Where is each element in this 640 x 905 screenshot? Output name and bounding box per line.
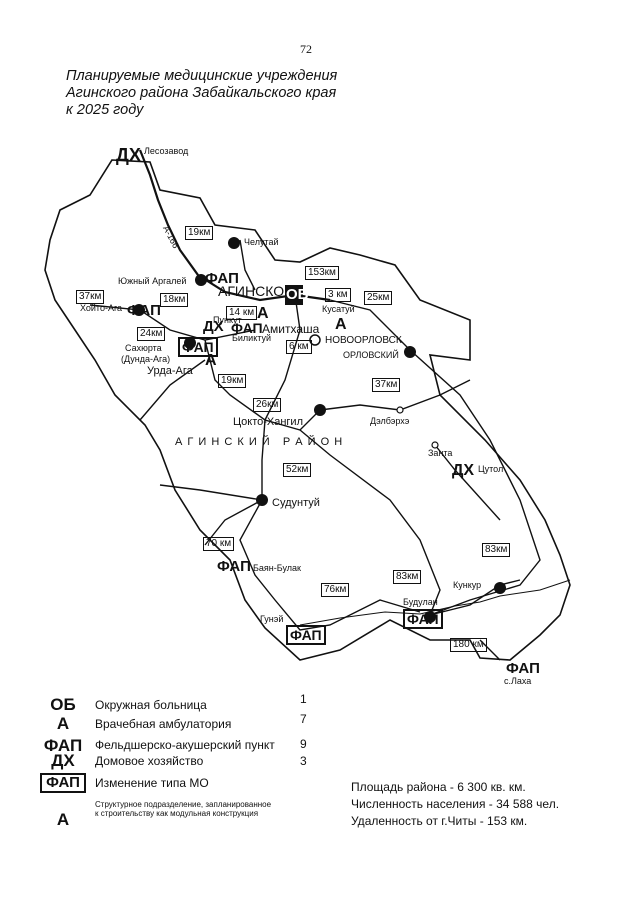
dist-24: 24км	[137, 327, 166, 341]
place-tsutol: Цутол	[478, 464, 504, 474]
legend-desc-dx: Домовое хозяйство	[95, 754, 204, 768]
dist-83-kunkur: 83км	[482, 543, 511, 557]
mark-dx-tsutol: ДХ	[452, 462, 475, 479]
stat-area: Площадь района - 6 300 кв. км.	[351, 780, 526, 794]
dist-18: 18км	[160, 293, 189, 307]
legend-desc-ob: Окружная больница	[95, 698, 207, 712]
place-khoito-aga: Хойто-Ага	[80, 303, 123, 313]
settlement-markers	[133, 237, 506, 623]
place-orlovsky: ОРЛОВСКИЙ	[343, 350, 399, 360]
title-line-3: к 2025 году	[66, 102, 144, 118]
region-label: А Г И Н С К И Й Р А Й О Н	[175, 436, 344, 448]
mark-a-novoorlovsk: А	[335, 316, 347, 333]
mark-fap-amitkhasha: ФАП	[231, 320, 263, 336]
dist-26: 26км	[253, 398, 282, 412]
dist-khoito: 37км	[76, 290, 105, 304]
place-novoorlovsk: НОВООРЛОВСК	[325, 335, 402, 346]
dist-76: 83км	[393, 570, 422, 584]
place-yuzhny-argaley: Южный Аргалей	[118, 276, 187, 286]
road-network	[89, 239, 541, 661]
place-amitkhasha: Амитхаша	[262, 322, 320, 336]
place-dalberkhe: Дэлбэрхэ	[370, 416, 410, 426]
stat-distance: Удаленность от г.Читы - 153 км.	[351, 814, 528, 828]
legend-count-a: 7	[300, 712, 307, 726]
legend-count-fap: 9	[300, 737, 307, 751]
dist-52: 52км	[283, 463, 312, 477]
mark-fap-budulan: ФАП	[403, 609, 443, 629]
legend-count-dx: 3	[300, 754, 307, 768]
place-budulan: Будулан	[403, 597, 438, 607]
river	[299, 579, 571, 626]
legend-desc-fap-change: Изменение типа МО	[95, 776, 209, 790]
mark-fap-gunei: ФАП	[286, 625, 326, 645]
legend-abbr-fap: ФАП	[43, 736, 83, 755]
place-urda-aga: Урда-Ага	[147, 365, 193, 377]
legend-desc-a-modular: Структурное подразделение, запланированн…	[95, 800, 272, 818]
legend-abbr-dx: ДХ	[51, 751, 75, 770]
place-tsokto-khangil: Цокто-Хангил	[233, 416, 303, 428]
dist-70: 70 км	[203, 537, 235, 551]
mark-ob: ОБ	[286, 286, 309, 303]
legend-desc-fap: Фельдшерско-акушерский пункт	[95, 738, 275, 752]
place-dunda-aga: (Дунда-Ага)	[121, 354, 171, 364]
dist-6: 6 км	[286, 340, 312, 354]
legend-abbr-a: А	[56, 714, 70, 733]
mark-fap-bayan-bulak: ФАП	[217, 558, 251, 575]
mark-dx-punkt: ДХ	[203, 318, 224, 335]
mark-fap-lakha: ФАП	[506, 660, 540, 677]
dist-153: 153км	[305, 266, 339, 280]
place-sakhyurta: Сахюрта	[125, 343, 162, 353]
place-suduntuy: Судунтуй	[272, 497, 320, 509]
mark-a-aginskoe: А	[257, 305, 269, 322]
place-chelutay: Челутай	[244, 237, 279, 247]
place-biliktuy: Биликтуй	[232, 333, 272, 343]
legend-desc-a: Врачебная амбулатория	[95, 717, 232, 731]
place-zanta: Занта	[428, 448, 453, 458]
dist-37-orlovsky: 37км	[372, 378, 401, 392]
legend-abbr-fap-change: ФАП	[40, 773, 86, 793]
road-a166	[138, 149, 331, 302]
place-aginskoe: АГИНСКОЕ	[218, 283, 294, 299]
dist-14: 14 км	[226, 306, 258, 320]
map-title: Планируемые медицинские учреждения Агинс…	[66, 68, 426, 119]
dist-180: 180 км	[450, 638, 487, 652]
place-s-lakha: с.Лаха	[504, 676, 532, 686]
mark-fap-argaley: ФАП	[205, 270, 239, 287]
place-kusatuy: Кусатуй	[322, 304, 355, 314]
title-line-1: Планируемые медицинские учреждения	[66, 68, 338, 84]
page-number: 72	[300, 42, 312, 56]
dist-19-urda: 19км	[218, 374, 247, 388]
place-kunkur: Кункур	[453, 580, 482, 590]
mark-fap-sakhyurta: ФАП	[178, 337, 218, 357]
dist-83-gunei: 76км	[321, 583, 350, 597]
dist-3: 3 км	[325, 288, 351, 302]
mark-fap-khoito: ФАП	[127, 302, 161, 319]
dist-25: 25км	[364, 291, 393, 305]
legend-abbr-a-modular: А	[56, 810, 70, 829]
legend-count-ob: 1	[300, 692, 307, 706]
legend-abbr-ob: ОБ	[50, 695, 76, 714]
aginskoe-center-marker	[285, 285, 303, 305]
place-bayan-bulak: Баян-Булак	[253, 563, 301, 573]
place-punkt: Пункут	[213, 315, 242, 325]
place-gunei: Гунэй	[260, 614, 284, 624]
dist-chelutay: 19км	[185, 226, 214, 240]
mark-dx-lesozavod: ДХ	[116, 145, 141, 165]
district-boundary	[44, 159, 571, 661]
stat-population: Численность населения - 34 588 чел.	[351, 797, 560, 811]
mark-a-urda: А	[205, 352, 217, 369]
place-lesozavod: Лесозавод	[144, 146, 189, 156]
title-line-2: Агинского района Забайкальского края	[66, 85, 337, 101]
